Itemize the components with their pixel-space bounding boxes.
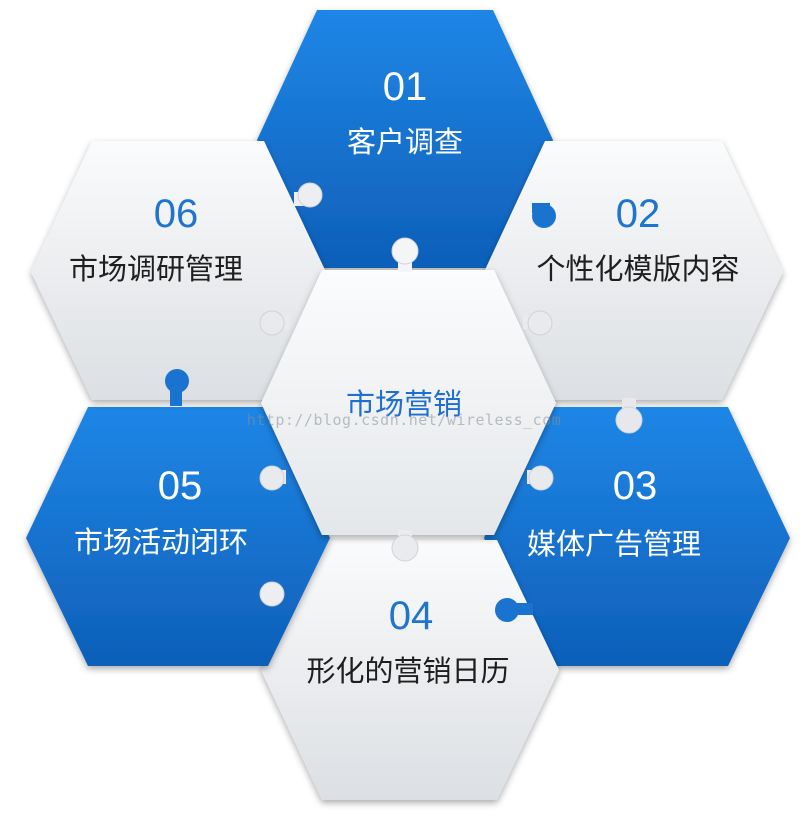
segment-6-hexagon	[31, 141, 326, 400]
puzzle-knob	[259, 581, 285, 607]
puzzle-knobs	[165, 182, 643, 622]
puzzle-knob	[391, 237, 419, 272]
segment-5-label: 市场活动闭环	[74, 525, 248, 559]
puzzle-knob	[527, 465, 554, 491]
puzzle-knob	[165, 369, 189, 406]
segment-6: 06 市场调研管理	[31, 141, 326, 400]
puzzle-knob	[532, 203, 556, 228]
segment-4-number: 04	[389, 594, 434, 638]
segment-4-hexagon	[261, 540, 559, 800]
segment-5-number: 05	[158, 464, 203, 508]
segment-2-hexagon	[484, 141, 783, 400]
segment-6-label: 市场调研管理	[69, 252, 243, 286]
segment-2-label: 个性化模版内容	[536, 252, 739, 286]
segment-2: 02 个性化模版内容	[484, 141, 783, 400]
segment-6-number: 06	[154, 192, 199, 236]
watermark-text: http://blog.csdn.net/wireless_com	[247, 411, 562, 429]
segment-1-label: 客户调查	[347, 125, 463, 159]
puzzle-knob	[259, 465, 286, 491]
segment-1-hexagon	[257, 10, 553, 268]
segment-5-hexagon	[26, 407, 330, 666]
puzzle-knob	[615, 398, 643, 434]
segment-3-hexagon	[484, 407, 790, 666]
segment-2-number: 02	[616, 192, 661, 236]
segment-4-label: 形化的营销日历	[306, 654, 509, 688]
puzzle-knob	[495, 598, 533, 622]
puzzle-knob	[294, 182, 323, 208]
segment-4: 04 形化的营销日历	[261, 540, 559, 800]
segment-1: 01 客户调查	[257, 10, 553, 268]
center-label: 市场营销	[346, 387, 462, 421]
puzzle-knob	[391, 530, 419, 562]
segment-5: 05 市场活动闭环	[26, 407, 330, 666]
puzzle-knob	[259, 310, 290, 336]
segment-3-label: 媒体广告管理	[527, 527, 701, 561]
center-hexagon	[261, 270, 556, 535]
segment-3-number: 03	[613, 464, 658, 508]
center-segment: 市场营销	[261, 270, 556, 535]
segment-1-number: 01	[383, 65, 428, 109]
segment-3: 03 媒体广告管理	[484, 407, 790, 666]
puzzle-knob	[523, 310, 553, 336]
